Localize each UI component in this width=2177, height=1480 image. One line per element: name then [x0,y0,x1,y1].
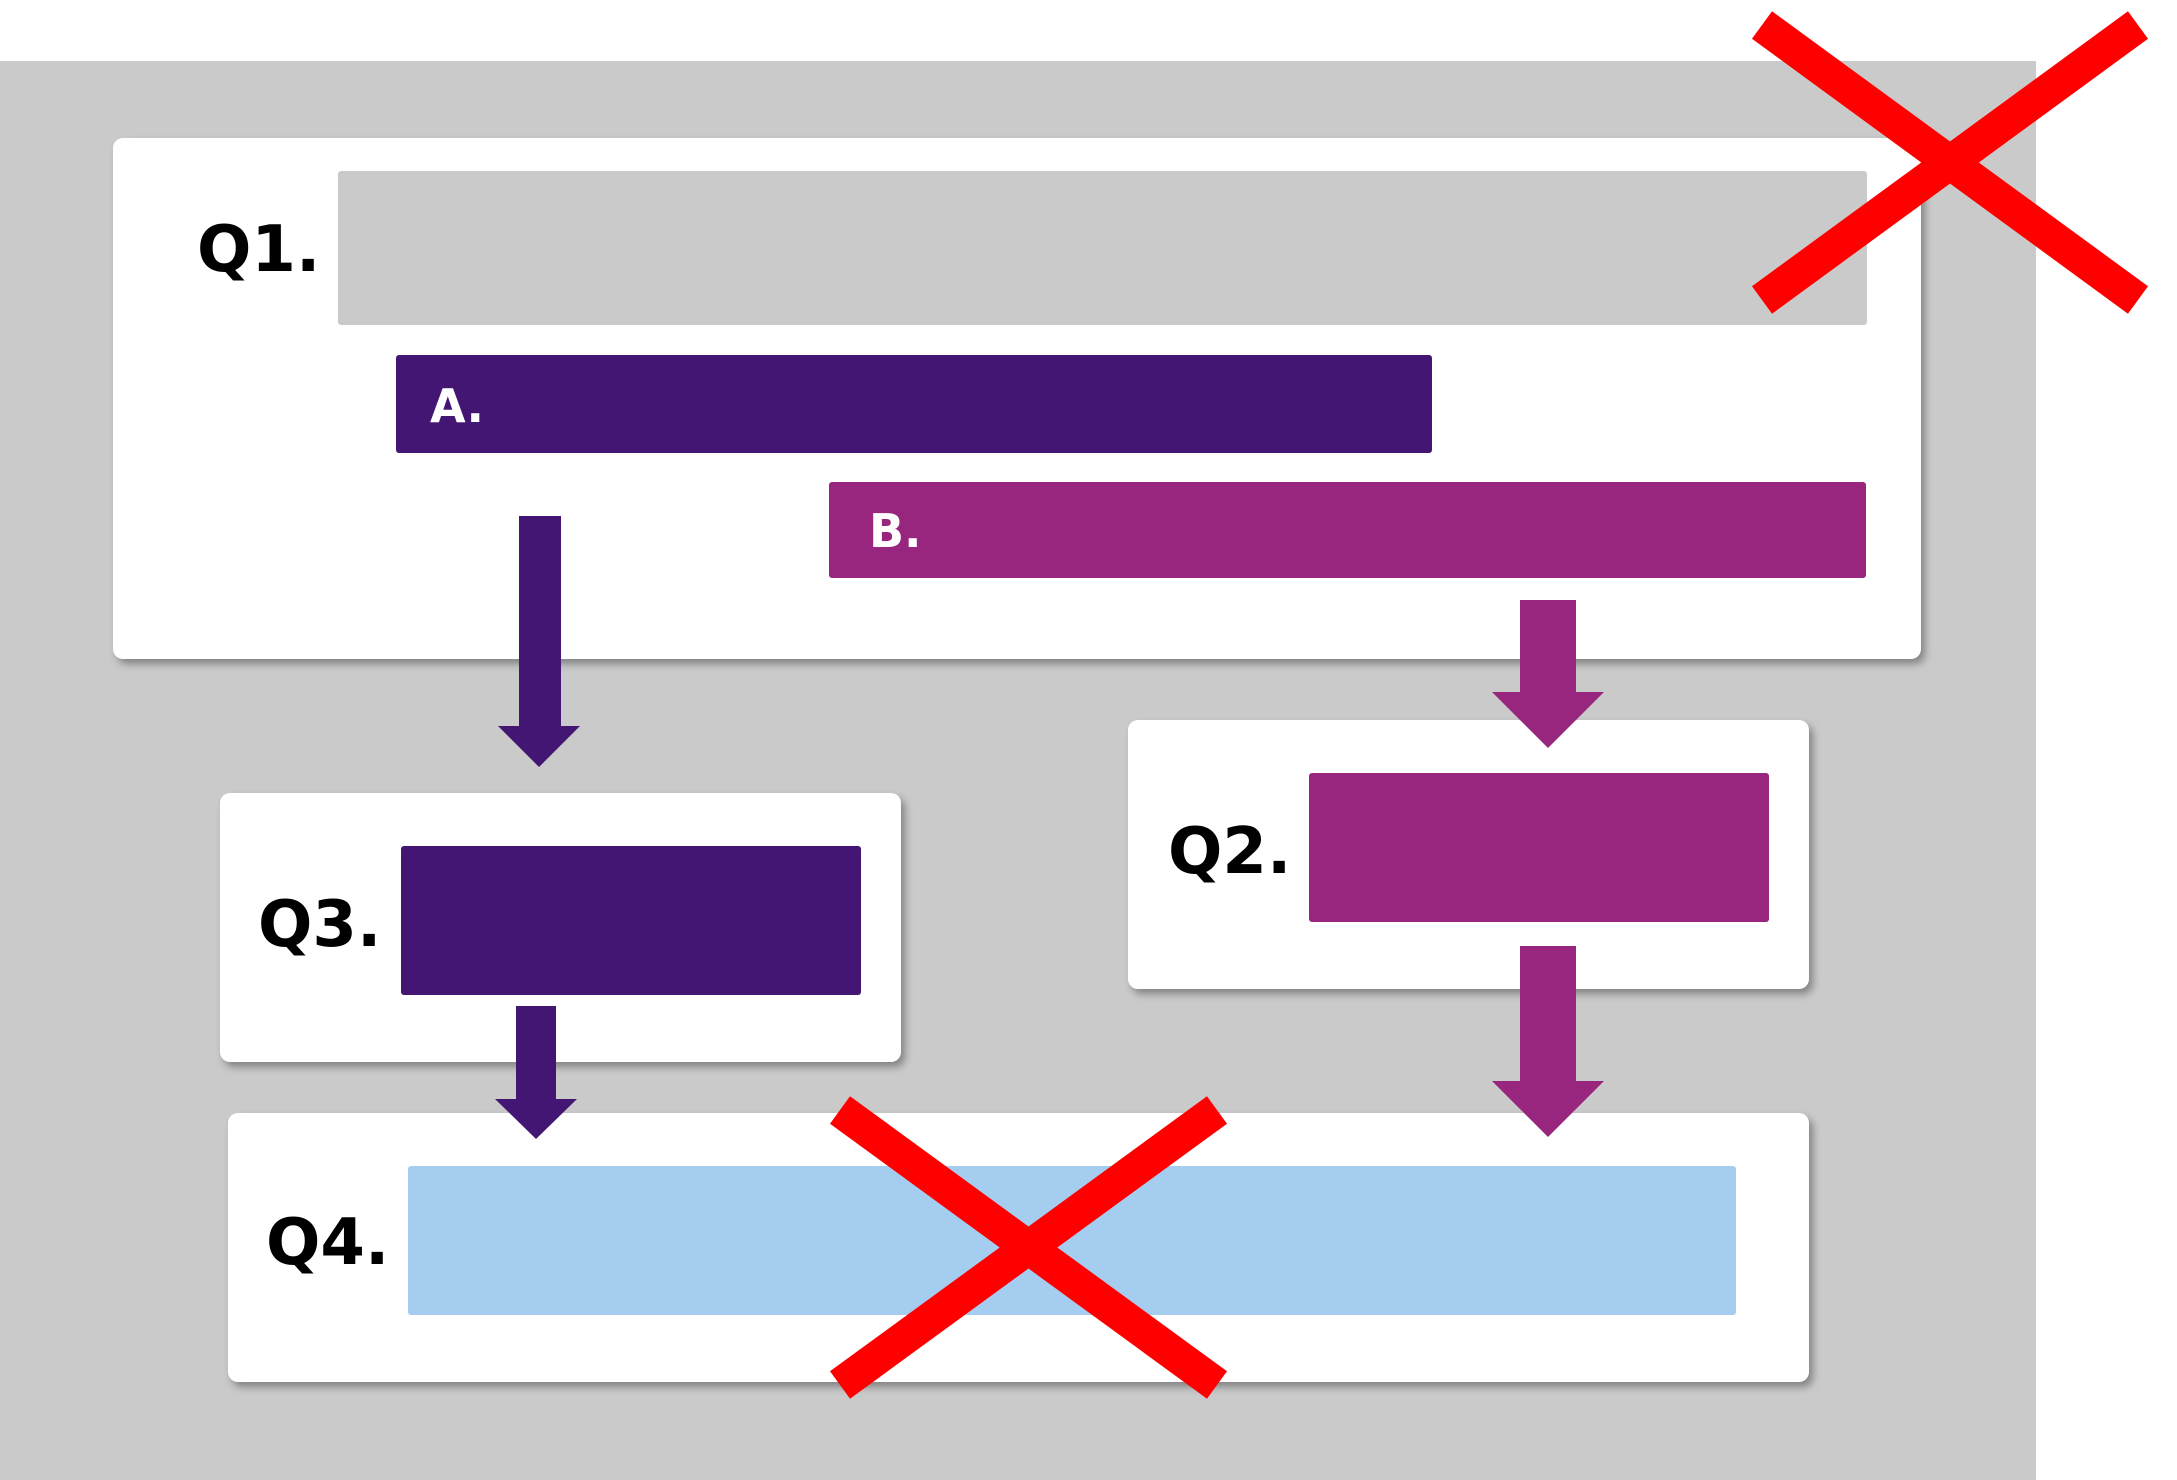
q1-label: Q1. [197,213,321,287]
option-b-bar[interactable]: B. [829,482,1866,578]
option-a-label: A. [430,379,484,433]
q3-answer-field[interactable] [401,846,861,995]
q2-card: Q2. [1128,720,1809,989]
option-b-label: B. [869,504,922,558]
q1-answer-field[interactable] [338,171,1867,325]
q4-label: Q4. [266,1206,390,1280]
q1-card: Q1. A. B. [113,138,1921,659]
q3-label: Q3. [258,888,382,962]
option-a-bar[interactable]: A. [396,355,1432,453]
q3-card: Q3. [220,793,901,1062]
q2-label: Q2. [1168,815,1292,889]
q4-card: Q4. [228,1113,1809,1382]
q4-answer-field[interactable] [408,1166,1736,1315]
q2-answer-field[interactable] [1309,773,1769,922]
